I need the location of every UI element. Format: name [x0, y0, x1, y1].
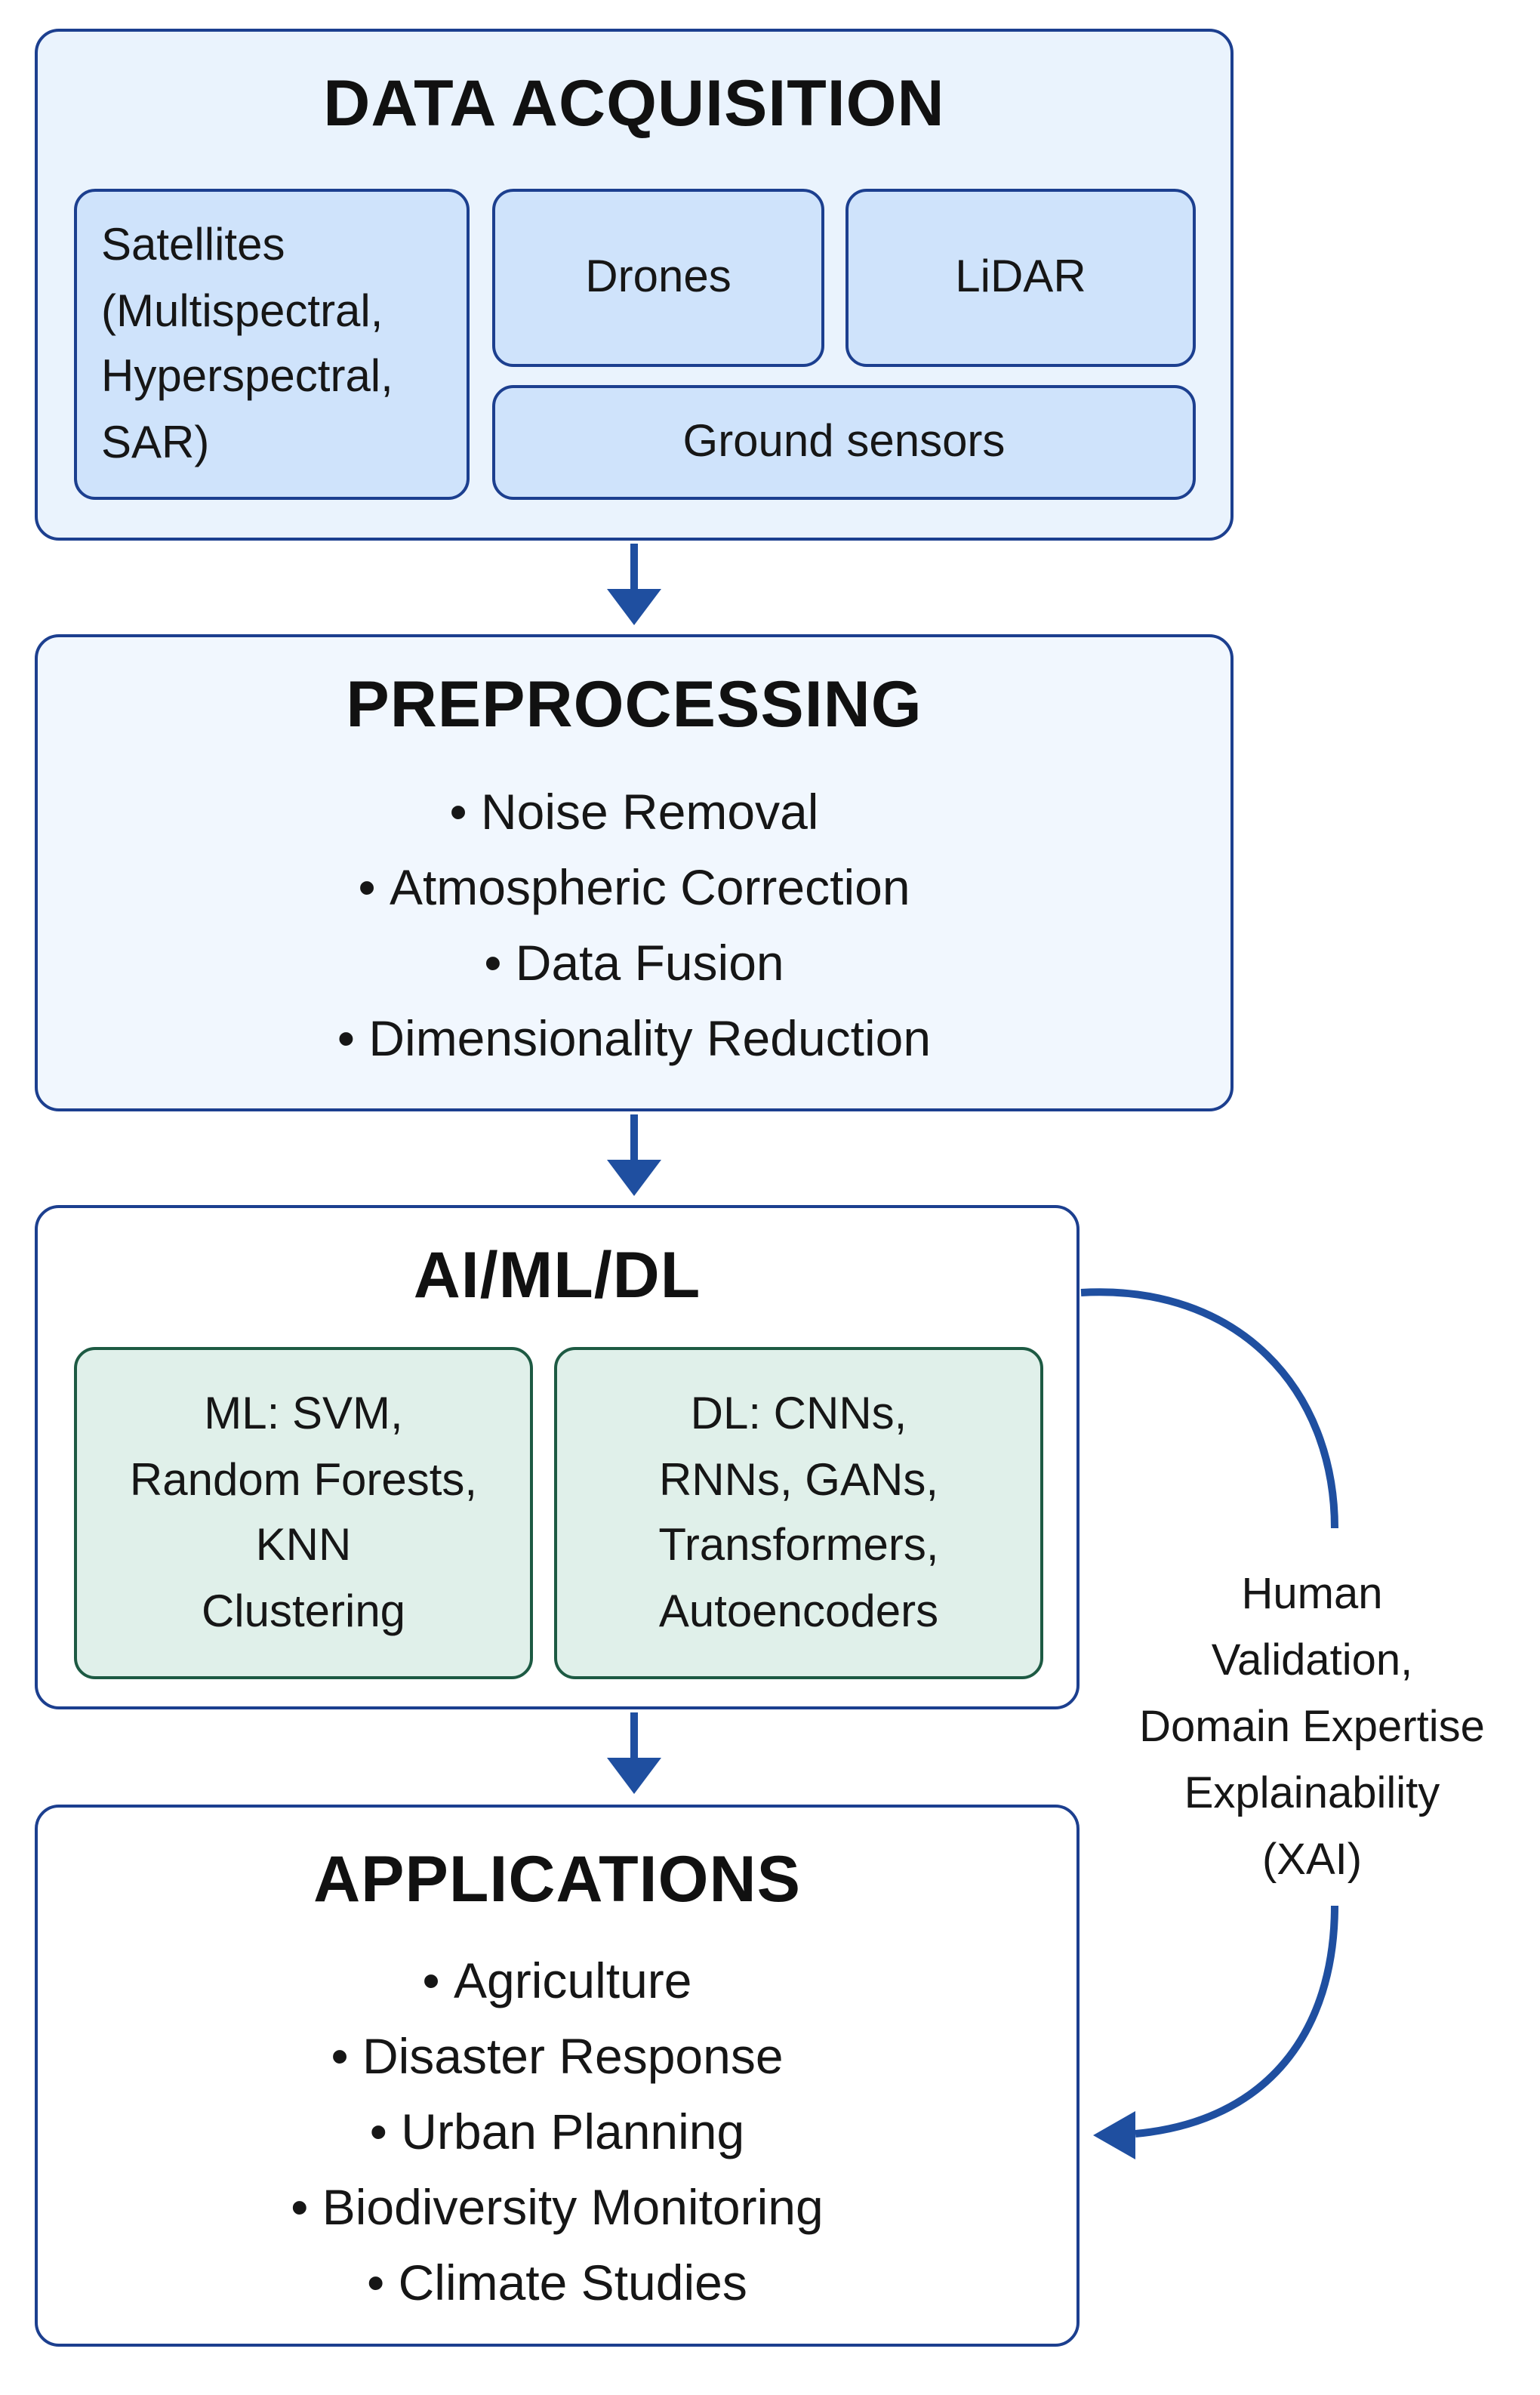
- dl-line: DL: CNNs,: [690, 1389, 907, 1439]
- lidar-label: LiDAR: [955, 252, 1086, 303]
- satellites-box: Satellites (Multispectral, Hyperspectral…: [74, 189, 470, 500]
- feedback-line: Validation,: [1211, 1637, 1413, 1685]
- preprocessing-title: PREPROCESSING: [346, 669, 922, 741]
- ml-methods-box: ML: SVM, Random Forests, KNN Clustering: [74, 1347, 533, 1679]
- dl-line: Autoencoders: [658, 1586, 939, 1636]
- list-item: Urban Planning: [38, 2094, 1076, 2170]
- ai-ml-dl-title: AI/ML/DL: [413, 1240, 701, 1312]
- feedback-note: Human Validation, Domain Expertise Expla…: [1093, 1561, 1531, 1894]
- feedback-line: Human: [1241, 1570, 1383, 1619]
- arrowhead-icon: [607, 1160, 661, 1196]
- satellites-label: Satellites (Multispectral, Hyperspectral…: [101, 220, 393, 467]
- list-item: Dimensionality Reduction: [38, 1001, 1230, 1077]
- dl-line: Transformers,: [658, 1521, 939, 1570]
- applications-list: Agriculture Disaster Response Urban Plan…: [38, 1943, 1076, 2321]
- preprocessing-panel: PREPROCESSING Noise Removal Atmospheric …: [35, 634, 1234, 1111]
- drones-label: Drones: [585, 252, 732, 303]
- data-acquisition-panel: DATA ACQUISITION Satellites (Multispectr…: [35, 29, 1234, 541]
- ml-line: ML: SVM,: [204, 1389, 403, 1439]
- list-item: Atmospheric Correction: [38, 850, 1230, 926]
- ml-line: Clustering: [201, 1586, 406, 1636]
- feedback-curve-bottom: [1135, 1905, 1338, 2138]
- drones-box: Drones: [492, 189, 824, 367]
- ai-ml-dl-panel: AI/ML/DL ML: SVM, Random Forests, KNN Cl…: [35, 1205, 1080, 1709]
- ml-line: Random Forests,: [129, 1455, 478, 1505]
- applications-title: APPLICATIONS: [313, 1844, 801, 1916]
- list-item: Biodiversity Monitoring: [38, 2170, 1076, 2246]
- feedback-line: Domain Expertise: [1139, 1703, 1485, 1752]
- ml-line: KNN: [255, 1521, 352, 1570]
- feedback-line: (XAI): [1261, 1836, 1363, 1885]
- ground-sensors-box: Ground sensors: [492, 385, 1196, 500]
- list-item: Agriculture: [38, 1943, 1076, 2019]
- data-acquisition-title: DATA ACQUISITION: [323, 68, 945, 140]
- dl-methods-box: DL: CNNs, RNNs, GANs, Transformers, Auto…: [554, 1347, 1043, 1679]
- feedback-line: Explainability: [1184, 1770, 1440, 1818]
- dl-line: RNNs, GANs,: [658, 1455, 938, 1505]
- ground-sensors-label: Ground sensors: [682, 417, 1006, 467]
- list-item: Disaster Response: [38, 2019, 1076, 2094]
- list-item: Data Fusion: [38, 926, 1230, 1001]
- list-item: Noise Removal: [38, 775, 1230, 850]
- applications-panel: APPLICATIONS Agriculture Disaster Respon…: [35, 1805, 1080, 2347]
- arrowhead-icon: [607, 589, 661, 625]
- arrowhead-icon: [1093, 2111, 1135, 2159]
- list-item: Climate Studies: [38, 2246, 1076, 2321]
- feedback-curve-top: [1080, 1288, 1338, 1529]
- preprocessing-list: Noise Removal Atmospheric Correction Dat…: [38, 775, 1230, 1077]
- lidar-box: LiDAR: [845, 189, 1196, 367]
- arrowhead-icon: [607, 1758, 661, 1794]
